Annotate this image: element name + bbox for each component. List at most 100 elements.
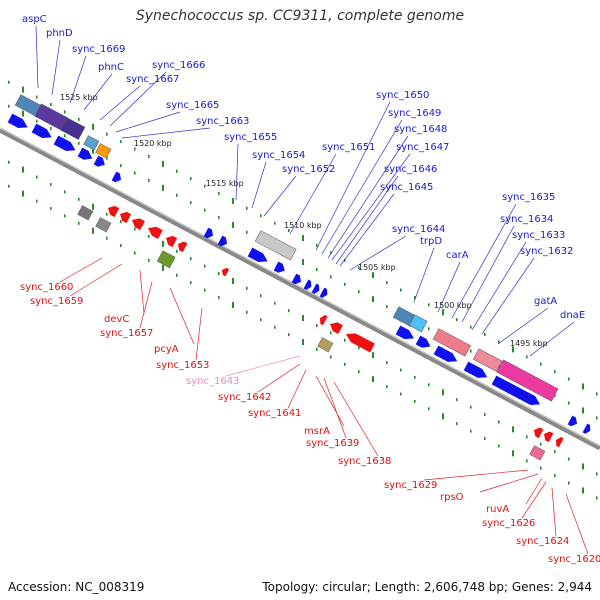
forward-gene-label: sync_1634: [500, 214, 553, 225]
reverse-gene-arrow: [534, 427, 544, 439]
forward-gene-arrow: [53, 135, 76, 151]
gene-box-trpD: [408, 314, 428, 333]
reverse-gene-arrow: [320, 314, 328, 326]
forward-gene-arrow: [582, 423, 591, 434]
kbp-position-label: 1515 kbp: [206, 179, 244, 188]
forward-gene-label: sync_1652: [282, 164, 335, 175]
forward-gene-label: sync_1633: [512, 230, 565, 241]
forward-gene-arrow: [203, 227, 214, 239]
forward-gene-label: sync_1651: [322, 142, 375, 153]
forward-gene-label: sync_1666: [152, 60, 205, 71]
forward-gene-label: sync_1663: [196, 116, 249, 127]
reverse-gene-label: sync_1626: [482, 518, 535, 529]
gene-box-sync1652: [254, 230, 297, 261]
gene-box-pcyA: [156, 250, 176, 269]
forward-gene-label: phnC: [98, 62, 124, 73]
reverse-gene-arrow: [178, 241, 188, 253]
forward-gene-label: sync_1654: [252, 150, 305, 161]
forward-gene-arrow: [463, 361, 488, 378]
reverse-gene-label: sync_1642: [218, 392, 271, 403]
genome-backbone: [0, 127, 600, 451]
gene-box-sync1643: [317, 337, 334, 353]
forward-gene-label: sync_1648: [394, 124, 447, 135]
kbp-position-label: 1520 kbp: [134, 139, 172, 148]
reverse-gene-label: sync_1659: [30, 296, 83, 307]
forward-gene-label: trpD: [420, 236, 442, 247]
gene-box-sync1659: [95, 217, 112, 233]
reverse-gene-label: sync_1638: [338, 456, 391, 467]
forward-gene-arrow: [567, 415, 578, 427]
forward-gene-arrow: [93, 155, 105, 167]
reverse-gene-arrow: [330, 322, 343, 335]
forward-gene-arrow: [77, 147, 93, 160]
kbp-position-label: 1495 kbp: [510, 339, 548, 348]
reverse-gene-arrow: [556, 436, 564, 448]
forward-gene-arrow: [111, 171, 122, 183]
reverse-gene-label: rpsO: [440, 492, 464, 503]
reverse-gene-label: sync_1643: [186, 376, 239, 387]
reverse-gene-label: sync_1639: [306, 438, 359, 449]
reverse-gene-label: pcyA: [154, 344, 179, 355]
forward-gene-label: sync_1635: [502, 192, 555, 203]
reverse-gene-arrow: [346, 333, 375, 353]
gene-box-gatA: [496, 359, 559, 402]
forward-gene-label: sync_1669: [72, 44, 125, 55]
gene-box-sync1629: [529, 445, 546, 461]
reverse-gene-arrow: [148, 226, 163, 239]
forward-gene-arrow: [491, 375, 540, 406]
reverse-gene-label: sync_1641: [248, 408, 301, 419]
forward-gene-arrow: [7, 113, 28, 129]
reverse-gene-label: sync_1629: [384, 480, 437, 491]
forward-gene-arrow: [395, 325, 414, 340]
reverse-gene-label: devC: [104, 314, 129, 325]
reverse-gene-label: sync_1660: [20, 282, 73, 293]
reverse-gene-label: sync_1624: [516, 536, 569, 547]
forward-gene-arrow: [247, 247, 268, 263]
gene-features: [7, 94, 591, 461]
reverse-gene-arrow: [120, 211, 132, 224]
kbp-position-label: 1500 kbp: [434, 301, 472, 310]
forward-gene-label: sync_1649: [388, 108, 441, 119]
reverse-gene-label: sync_1657: [100, 328, 153, 339]
forward-gene-label: sync_1647: [396, 142, 449, 153]
forward-gene-label: aspC: [22, 14, 47, 25]
forward-gene-arrow: [291, 273, 302, 285]
reverse-gene-arrow: [108, 205, 120, 218]
forward-gene-arrow: [311, 283, 320, 294]
gene-box-sync1667: [83, 135, 100, 151]
reverse-gene-label: msrA: [304, 426, 330, 437]
forward-gene-label: phnD: [46, 28, 73, 39]
reverse-gene-label: ruvA: [486, 504, 509, 515]
genome-title: Synechococcus sp. CC9311, complete genom…: [135, 8, 465, 24]
reverse-gene-arrow: [132, 218, 145, 231]
forward-gene-arrow: [217, 235, 228, 247]
forward-gene-label: sync_1650: [376, 90, 429, 101]
accession-text: Accession: NC_008319: [8, 580, 145, 594]
gene-box-sync1665: [95, 143, 112, 159]
forward-gene-label: sync_1665: [166, 100, 219, 111]
reverse-gene-label: sync_1653: [156, 360, 209, 371]
forward-gene-label: sync_1645: [380, 182, 433, 193]
forward-gene-label: sync_1632: [520, 246, 573, 257]
kbp-position-label: 1510 kbp: [284, 221, 322, 230]
forward-gene-arrow: [433, 345, 458, 362]
kbp-position-label: 1505 kbp: [358, 263, 396, 272]
gene-box-carA: [432, 328, 471, 357]
forward-gene-arrow: [303, 279, 312, 290]
forward-gene-arrow: [415, 335, 431, 348]
genome-summary-text: Topology: circular; Length: 2,606,748 bp…: [262, 580, 592, 594]
gene-box-sync1660: [77, 205, 94, 221]
reverse-gene-arrow: [222, 267, 230, 277]
reverse-gene-arrow: [166, 235, 178, 248]
forward-gene-label: sync_1667: [126, 74, 179, 85]
forward-gene-label: gatA: [534, 296, 557, 307]
forward-gene-label: sync_1646: [384, 164, 437, 175]
reverse-gene-arrow: [544, 431, 554, 443]
forward-gene-arrow: [31, 123, 52, 139]
gene-box-phnC: [60, 117, 86, 140]
forward-gene-arrow: [273, 261, 285, 273]
label-leader-lines: [35, 25, 589, 555]
